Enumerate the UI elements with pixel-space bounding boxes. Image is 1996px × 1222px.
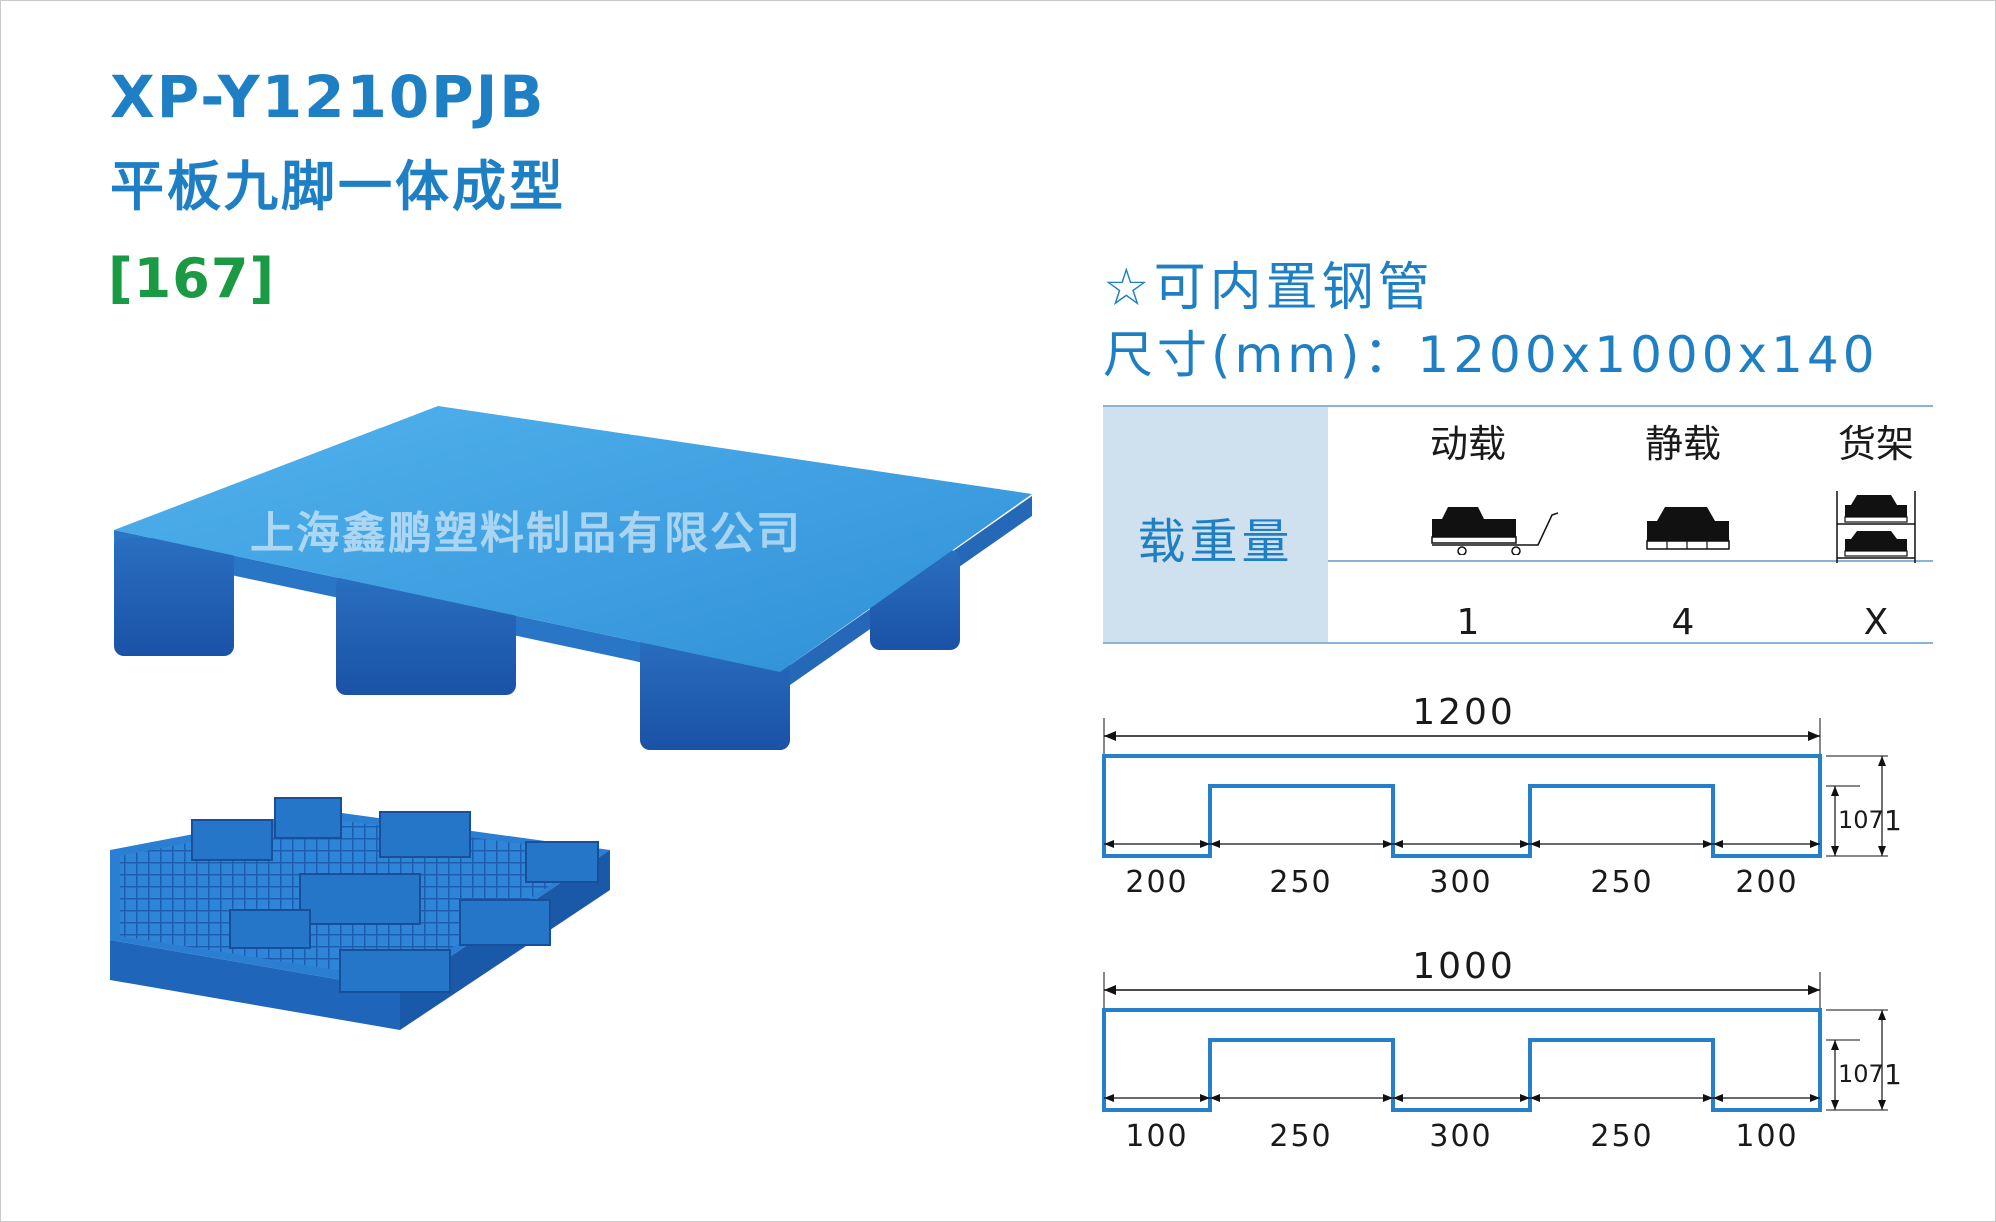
feature-steel-pipe: ☆可内置钢管 [1103,258,1434,318]
dimension-drawing-1000: 1000 100 250 300 250 100 107 140 [1102,946,1900,1154]
inner-height-label: 107 [1838,806,1884,834]
table-rule-bottom [1328,642,1933,644]
company-watermark: 上海鑫鹏塑料制品有限公司 [250,508,802,559]
load-value-dynamic: 1 [1456,602,1480,643]
product-subtitle: 平板九脚一体成型 [110,155,566,218]
product-code: [167] [108,247,276,310]
pallet-top-view-image: 上海鑫鹏塑料制品有限公司 [114,406,1032,750]
dimension-drawing-1200: 1200 200 250 300 250 200 107 140 [1102,692,1900,900]
segment-label: 100 [1125,1119,1188,1154]
table-rule-top [1328,405,1933,407]
load-column-static: 静载 4 [1593,422,1773,641]
rack-load-icon [1836,491,1916,563]
segment-label: 250 [1269,865,1332,900]
load-label-static: 静载 [1644,422,1721,466]
segment-label: 200 [1125,865,1188,900]
load-column-rack: 货架 X [1786,422,1966,641]
model-number: XP-Y1210PJB [110,63,546,131]
load-value-static: 4 [1671,602,1695,643]
table-rule-middle [1328,560,1933,562]
static-load-icon [1646,507,1730,550]
pallet-bottom-view-image [110,797,610,1030]
load-table-header: 载重量 [1103,405,1328,644]
segment-label: 300 [1429,1119,1492,1154]
load-table-header-label: 载重量 [1137,514,1294,570]
segment-label: 250 [1590,865,1653,900]
inner-height-label: 107 [1838,1060,1884,1088]
segment-label: 250 [1590,1119,1653,1154]
segment-label: 300 [1429,865,1492,900]
height-label: 140 [1884,804,1900,837]
total-length-label: 1000 [1412,946,1516,987]
segment-label: 200 [1735,865,1798,900]
load-column-dynamic: 动载 1 [1378,422,1558,641]
segment-label: 100 [1735,1119,1798,1154]
dimension-text: 尺寸(mm)：1200x1000x140 [1103,326,1879,384]
forklift-dynamic-load-icon [1431,507,1558,555]
pallet-profile-outline [1102,754,1822,858]
load-capacity-table: 载重量 动载 1 静载 4 货架 [1103,405,1933,644]
load-label-rack: 货架 [1837,422,1914,466]
total-length-label: 1200 [1412,692,1516,733]
pallet-profile-outline [1102,1008,1822,1112]
segment-label: 250 [1269,1119,1332,1154]
load-value-rack: X [1863,602,1889,643]
load-label-dynamic: 动载 [1429,422,1506,466]
height-label: 140 [1884,1058,1900,1091]
